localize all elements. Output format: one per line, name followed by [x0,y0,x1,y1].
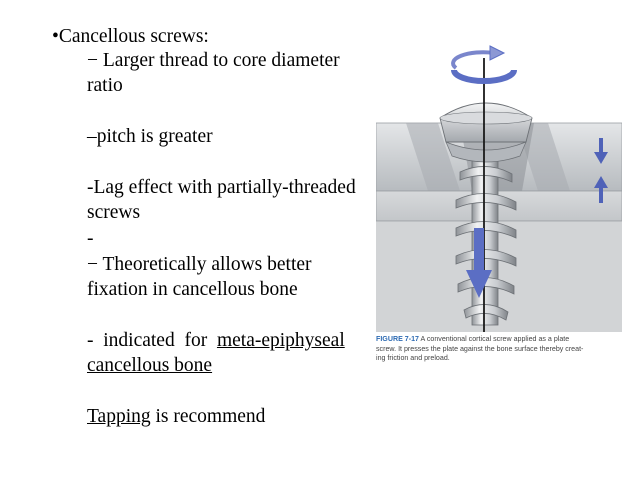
screw-illustration [376,40,622,332]
cancellous-bone-link[interactable]: cancellous bone [87,355,213,376]
sub-bullet-fixation-line1: − Theoretically allows better [87,254,312,275]
caption-text-1: A conventional cortical screw applied as… [418,335,570,343]
caption-line-1: FIGURE 7-17 A conventional cortical scre… [376,335,622,345]
bullet-main: •Cancellous screws: [52,25,209,48]
tapping-line: Tapping is recommend [87,405,265,428]
tapping-link[interactable]: Tapping [87,406,151,427]
figure-label: FIGURE 7-17 [376,335,419,343]
down-arrow-icon [466,228,492,298]
bullet-marker: • [52,26,59,47]
screw-figure [376,40,622,332]
compression-arrows-icon [594,138,608,203]
sub-bullet-dash: - [87,228,94,249]
sub-bullet-thread-ratio-line2: ratio [87,75,123,96]
bullet-main-text: Cancellous screws: [58,26,209,47]
sub-bullet-pitch: –pitch is greater [87,126,213,147]
tapping-rest: is recommend [150,406,266,427]
sub-bullet-fixation-line2: fixation in cancellous bone [87,279,298,300]
caption-line-3: ing friction and preload. [376,354,450,363]
screw [439,58,533,332]
caption-line-2: screw. It presses the plate against the … [376,344,584,353]
bone [376,190,622,332]
sub-bullet-indicated-line1: - indicated for meta-epiphyseal [87,329,345,352]
sub-bullet-lag-effect-line1: -Lag effect with partially-threaded [87,177,356,198]
rotation-arrow-icon [451,45,517,84]
sub-bullet-thread-ratio-line1: − Larger thread to core diameter [87,50,340,71]
figure-caption: FIGURE 7-17 A conventional cortical scre… [376,335,622,364]
indicated-prefix: - indicated for [87,330,217,351]
meta-epiphyseal-link[interactable]: meta-epiphyseal [216,330,345,351]
sub-bullet-lag-effect-line2: screws [87,202,141,223]
